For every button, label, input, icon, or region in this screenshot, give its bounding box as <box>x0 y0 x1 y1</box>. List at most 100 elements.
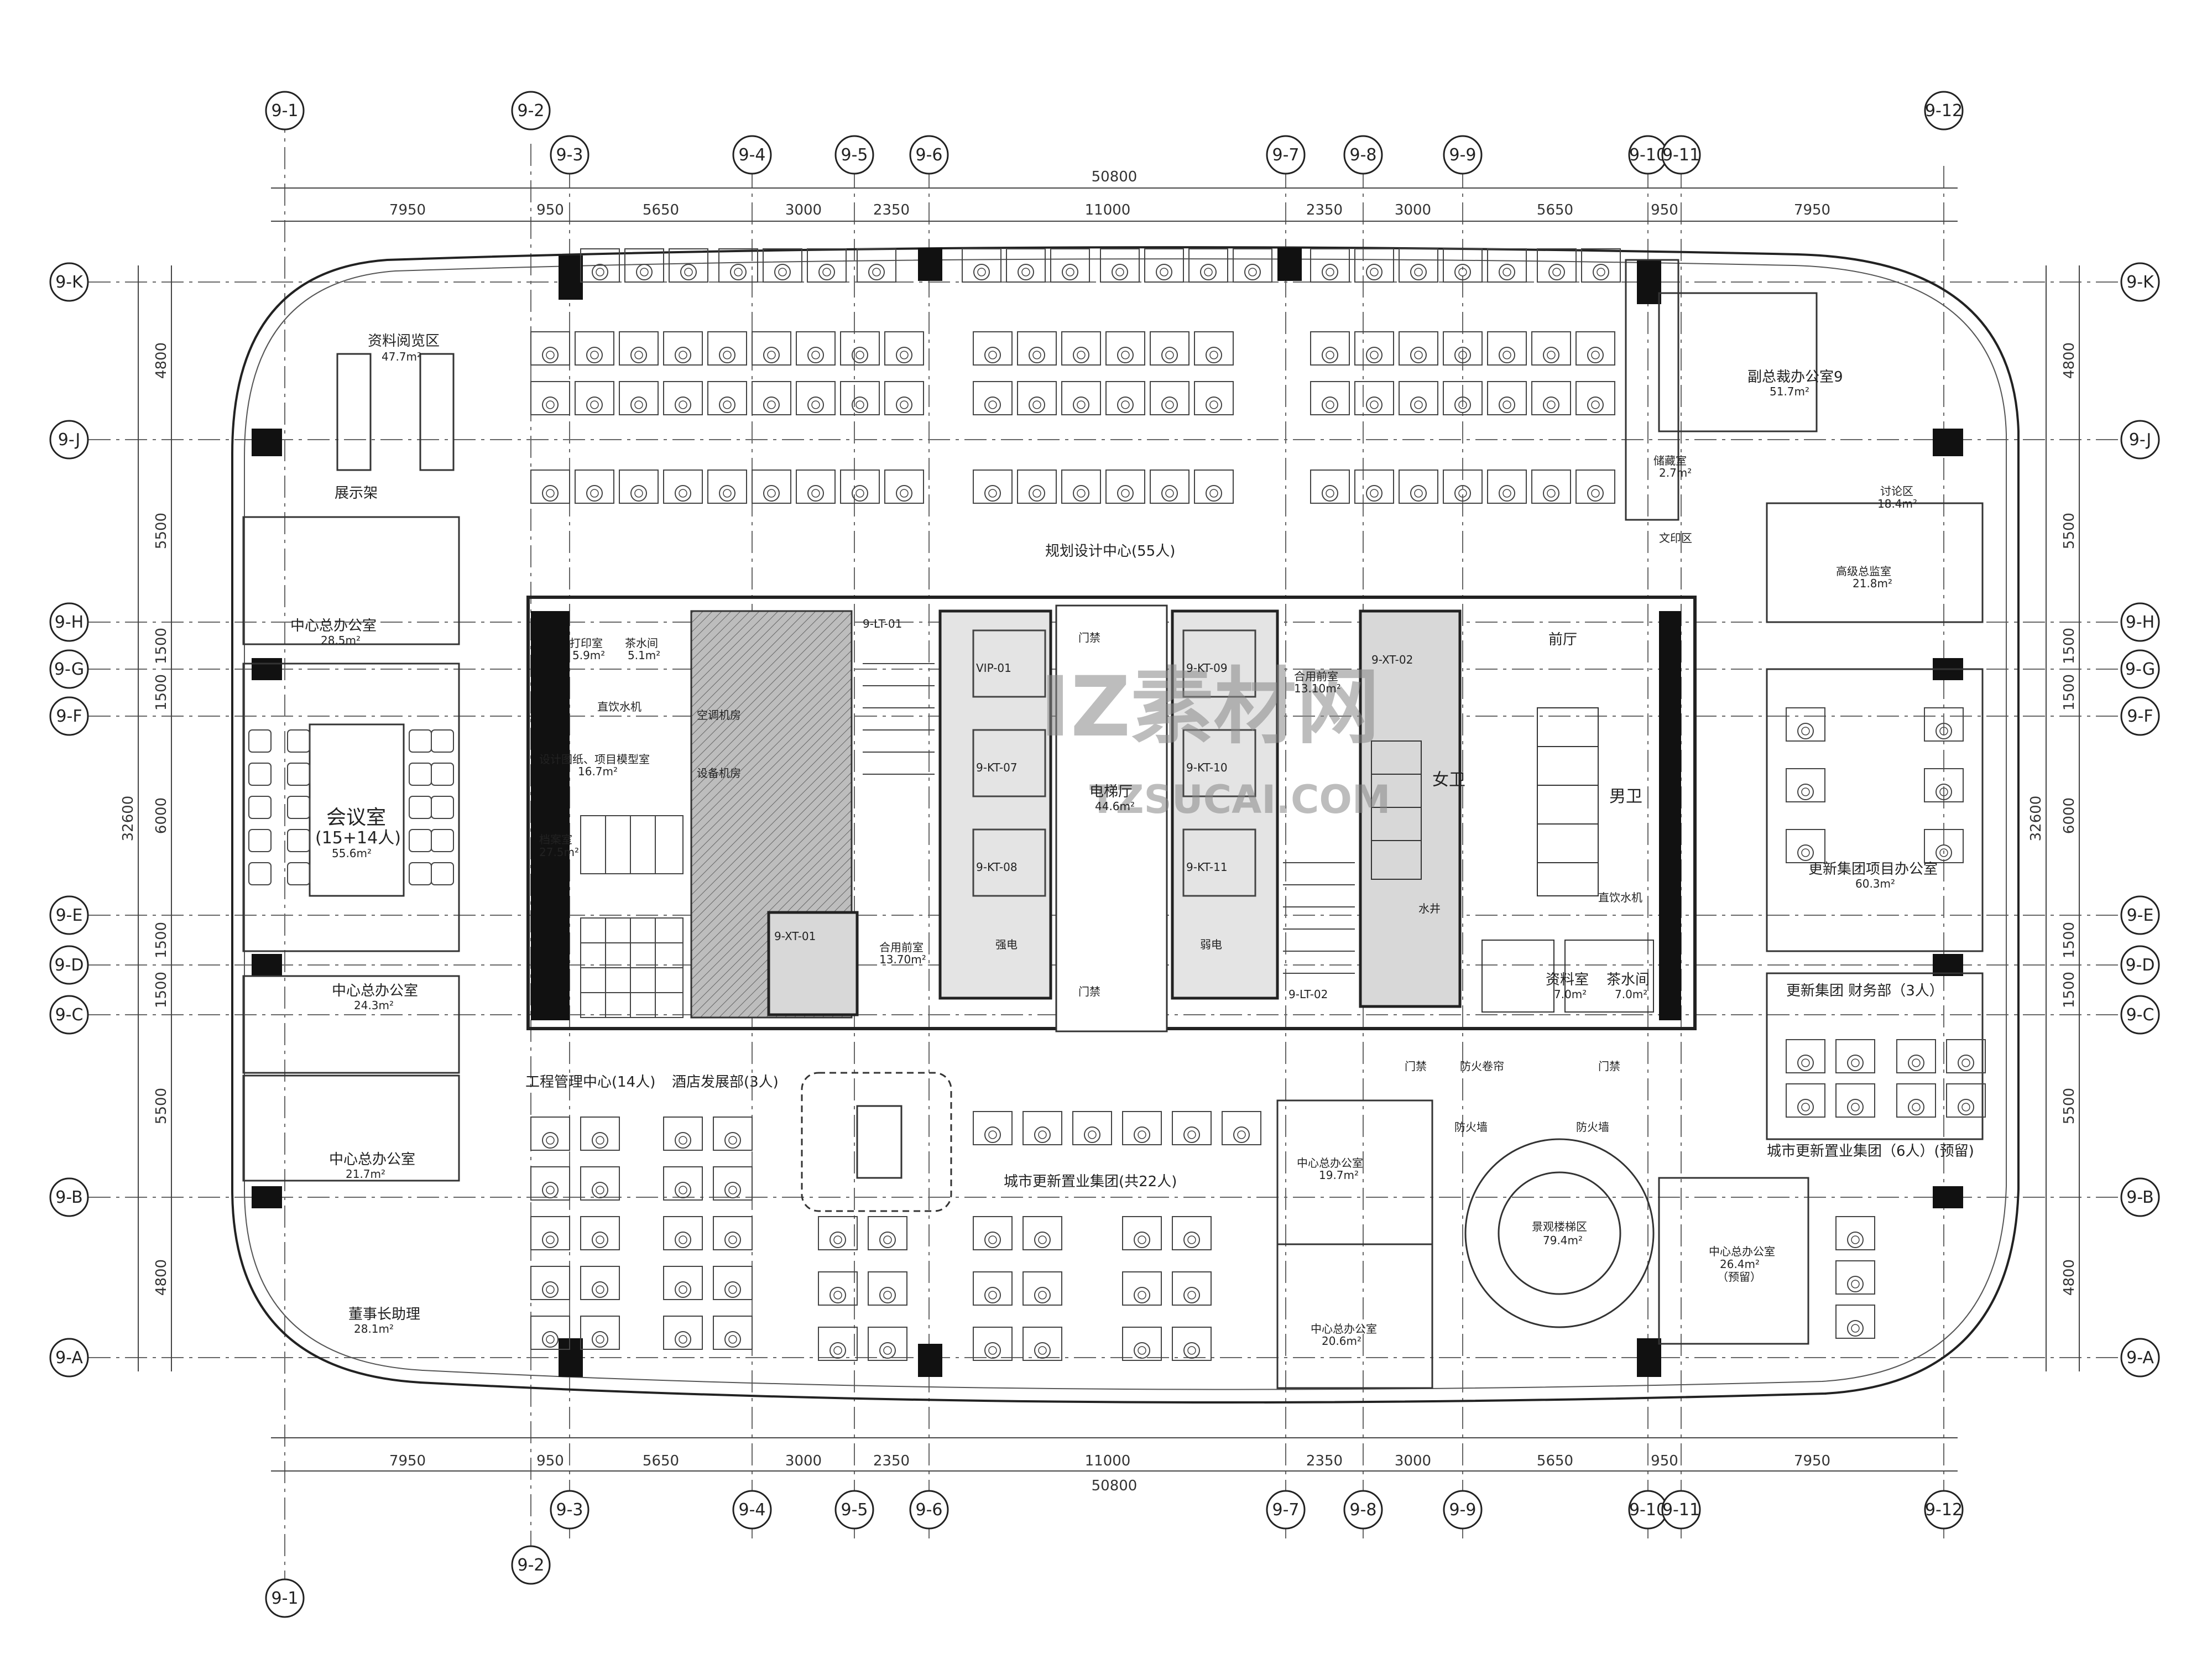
axis-9-E-right-bubble <box>2120 895 2160 935</box>
planning-center-label: 规划设计中心(55人) <box>1045 543 1175 560</box>
door-control-4: 门禁 <box>1598 1060 1620 1073</box>
reading-area-size: 47.7m² <box>382 350 421 363</box>
room-labels: 资料阅览区 47.7m² 展示架 中心总办公室 28.5m² 会议室 (15+1… <box>290 333 1974 1348</box>
assistant-label: 董事长助理 <box>348 1306 420 1323</box>
elevator-hall-size: 44.6m² <box>1095 800 1135 813</box>
dim-left-2: 1500 <box>153 628 170 664</box>
office-1-size: 28.5m² <box>321 634 361 647</box>
print-area-label: 文印区 <box>1659 531 1692 545</box>
dimension-texts: 7950795095095056505650300030002350235011… <box>120 169 2078 1494</box>
axis-9-4-bottom-bubble <box>732 1490 772 1530</box>
axis-9-3-bottom-label: 9-3 <box>556 1500 583 1520</box>
dim-top-7: 3000 <box>1395 202 1431 218</box>
equipment-label: 设备机房 <box>697 766 741 780</box>
axis-9-K-right-label: 9-K <box>2126 273 2154 292</box>
axis-9-6-bottom-label: 9-6 <box>916 1500 943 1520</box>
strong-electric-label: 强电 <box>995 938 1018 951</box>
discussion-label: 讨论区 <box>1880 484 1913 498</box>
elevator-kt09: 9-KT-09 <box>1186 661 1228 675</box>
axis-9-7-top-bubble <box>1266 135 1306 175</box>
design-drawings-label: 设计图纸、项目模型室 <box>539 753 650 766</box>
office-6-size: 20.6m² <box>1322 1334 1361 1348</box>
design-drawings-size: 16.7m² <box>578 765 618 778</box>
axis-9-G-left-bubble <box>49 649 89 689</box>
axis-9-3-top-bubble <box>550 135 589 175</box>
water-dispenser-2: 直饮水机 <box>1598 891 1642 904</box>
reading-area-label: 资料阅览区 <box>368 333 440 349</box>
axis-9-3-top-label: 9-3 <box>556 145 583 165</box>
director-size: 21.8m² <box>1853 577 1892 590</box>
axis-9-12-bottom-label: 9-12 <box>1925 1500 1963 1520</box>
scenic-stair-label: 景观楼梯区 <box>1532 1220 1587 1233</box>
office-3-size: 21.7m² <box>346 1167 385 1181</box>
axis-9-F-right-label: 9-F <box>2127 707 2153 726</box>
axis-9-12-top-label: 9-12 <box>1925 101 1963 121</box>
axis-9-12-bottom-bubble <box>1924 1490 1964 1530</box>
axis-9-F-left-label: 9-F <box>56 707 82 726</box>
axis-9-1-bottom-bubble <box>265 1578 305 1618</box>
office-3-label: 中心总办公室 <box>329 1151 415 1168</box>
finance-label: 更新集团 财务部（3人） <box>1786 983 1944 999</box>
hotel-dev-label: 酒店发展部(3人) <box>672 1074 779 1091</box>
axis-9-C-left-bubble <box>49 995 89 1035</box>
dim-left-total: 32600 <box>120 796 137 842</box>
front-room-2-label: 合用前室 <box>1294 670 1338 683</box>
vp-office-label: 副总裁办公室9 <box>1747 369 1843 385</box>
dim-bottom-8: 5650 <box>1537 1453 1573 1469</box>
axis-9-K-right-bubble <box>2120 262 2160 302</box>
dim-left-0: 4800 <box>153 342 170 379</box>
dim-top-4: 2350 <box>873 202 910 218</box>
dim-right-4: 6000 <box>2061 797 2078 834</box>
axis-9-D-right-label: 9-D <box>2125 956 2154 975</box>
meeting-furniture <box>309 353 902 1179</box>
dim-left-4: 6000 <box>153 797 170 834</box>
workstations-north <box>530 248 1621 504</box>
dim-top-10: 7950 <box>1794 202 1830 218</box>
axis-9-2-top-bubble <box>511 91 551 131</box>
axis-9-B-left-label: 9-B <box>55 1188 82 1207</box>
front-room-1-label: 合用前室 <box>879 941 924 954</box>
axis-9-J-right-bubble <box>2120 420 2160 460</box>
axis-9-8-top-bubble <box>1343 135 1383 175</box>
dim-top-total: 50800 <box>1092 169 1138 185</box>
door-control-2: 门禁 <box>1078 985 1100 998</box>
axis-9-H-right-bubble <box>2120 602 2160 642</box>
storage-label: 储藏室 <box>1653 454 1687 467</box>
watermark: IZ素材网 TZSUCAI.COM <box>1040 659 1390 822</box>
axis-9-6-top-bubble <box>909 135 949 175</box>
project-office-label: 更新集团项目办公室 <box>1808 861 1938 878</box>
dim-bottom-4: 2350 <box>873 1453 910 1469</box>
office-4-note: （预留） <box>1717 1270 1761 1284</box>
front-room-2-size: 13.10m² <box>1294 682 1341 695</box>
axis-9-B-right-label: 9-B <box>2126 1188 2153 1207</box>
axis-9-11-top-bubble <box>1661 135 1701 175</box>
axis-9-H-left-label: 9-H <box>55 613 84 632</box>
ac-room-label: 空调机房 <box>697 708 741 722</box>
axis-9-D-right-bubble <box>2120 945 2160 985</box>
axis-9-5-top-label: 9-5 <box>841 145 868 165</box>
elevator-kt08: 9-KT-08 <box>976 860 1018 874</box>
axis-9-G-left-label: 9-G <box>54 660 84 679</box>
axis-9-C-left-label: 9-C <box>55 1005 84 1025</box>
archives-label: 档案室 <box>539 833 572 846</box>
axis-9-H-right-label: 9-H <box>2126 613 2154 632</box>
axis-9-1-bottom-label: 9-1 <box>272 1589 299 1608</box>
women-wc-label: 女卫 <box>1432 770 1465 790</box>
dim-right-1: 5500 <box>2061 513 2078 549</box>
assistant-size: 28.1m² <box>354 1322 394 1335</box>
axis-9-A-right-bubble <box>2120 1338 2160 1378</box>
dim-top-1: 950 <box>536 202 564 218</box>
dim-top-2: 5650 <box>643 202 679 218</box>
weak-electric-label: 弱电 <box>1200 938 1222 951</box>
scenic-stair-size: 79.4m² <box>1543 1234 1583 1247</box>
dim-top-9: 950 <box>1651 202 1678 218</box>
dim-bottom-10: 7950 <box>1794 1453 1830 1469</box>
axis-9-2-bottom-bubble <box>511 1545 551 1585</box>
axis-9-1-top-bubble <box>265 91 305 131</box>
water-shaft-label: 水井 <box>1418 902 1441 915</box>
axis-9-F-right-bubble <box>2120 696 2160 736</box>
axis-9-B-left-bubble <box>49 1177 89 1217</box>
axis-9-G-right-label: 9-G <box>2125 660 2155 679</box>
stair-lt02: 9-LT-02 <box>1288 988 1328 1001</box>
